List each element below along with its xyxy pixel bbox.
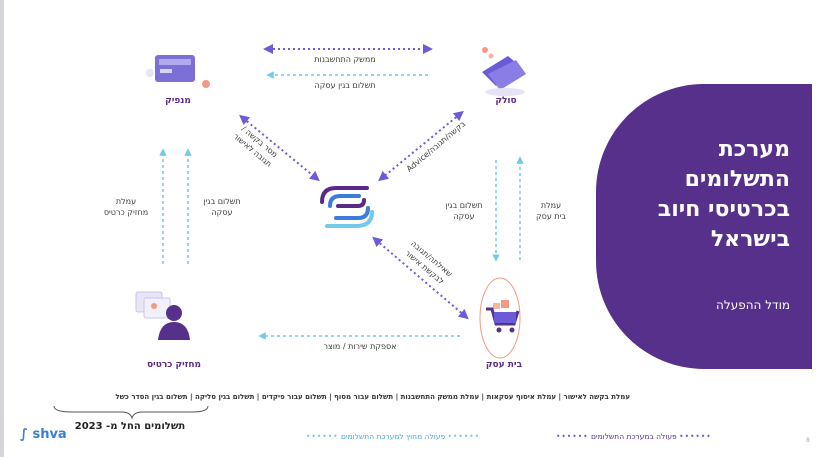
legend-item: תשלום בגין סליקה [195,393,255,401]
label-bottom-service: אספקת שירות / מוצר [323,342,397,351]
panel-title-line2: התשלומים [684,167,790,192]
node-cardholder-label: מחזיק כרטיס [146,360,202,370]
panel-title-line1: מערכת [718,137,790,162]
label-left-payment-line1: תשלום בגין [203,197,241,206]
title-panel [596,84,812,369]
label-right-fee: עמלת בית עסק [526,200,576,222]
legend-item: תשלום עבור מסוף [334,393,394,401]
shva-logo: ∫ shva [20,427,67,442]
node-acquirer-label: סולק [495,96,517,106]
legend-item: עמלת בקשה לאישור [563,393,630,401]
label-right-fee-line2: בית עסק [535,212,567,221]
label-left-payment-line2: עסקה [211,208,233,217]
label-left-fee: עמלת מחזיק כרטיס [94,196,158,218]
key-outside-label: פעולה מחוץ למערכת התשלומים [340,432,446,441]
shva-logo-text: shva [32,427,67,442]
arrow-acquirer-shva [378,110,464,182]
panel-title-line4: בישראל [710,227,790,252]
key-outside-swatch-2: •••••• [306,432,339,441]
label-left-fee-line2: מחזיק כרטיס [103,208,149,217]
label-settlement-interface: ממשק התחשבנות [314,55,376,64]
shva-logo-icon [320,186,374,228]
card-reader-icon [146,55,210,88]
label-right-fee-line1: עמלת [540,201,562,210]
card-swipe-icon [482,47,526,96]
label-right-payment-line2: עסקה [453,212,475,221]
label-top-payment: תשלום בגין עסקה [314,81,376,90]
page-number: 8 [806,437,810,444]
legend-item: עמלת איסוף עסקאות [486,393,557,401]
node-merchant-label: בית עסק [485,360,523,370]
key-inside: •••••• פעולה במערכת התשלומים •••••• [556,432,712,441]
label-left-fee-line1: עמלת [115,197,137,206]
person-card-icon [135,291,190,340]
label-left-payment: תשלום בגין עסקה [194,196,250,218]
legend-item: תשלום בגין הסדר כשל [115,393,188,401]
legend-item: תשלום עבור פיקדים [261,393,327,401]
panel-title: מערכת התשלומים בכרטיסי חיוב בישראל [630,135,790,255]
label-right-payment-line1: תשלום בגין [445,201,483,210]
year-note: תשלומים החל מ- 2023 [74,421,186,432]
key-inside-swatch-2: •••••• [556,432,589,441]
fee-legend-list: עמלת בקשה לאישור | עמלת איסוף עסקאות | ע… [115,393,630,401]
panel-subtitle: מודל ההפעלה [716,298,790,312]
shopping-cart-icon [479,277,521,359]
arrow-issuer-shva [239,114,320,182]
shva-logo-icon: ∫ [20,427,28,442]
key-inside-label: פעולה במערכת התשלומים [590,432,677,441]
label-right-payment: תשלום בגין עסקה [436,200,492,222]
panel-title-line3: בכרטיסי חיוב [657,197,790,222]
legend-item: עמלת ממשק התחשבנות [400,393,480,401]
year-brace [53,405,209,420]
key-outside: •••••• פעולה מחוץ למערכת התשלומים •••••• [306,432,480,441]
key-inside-swatch: •••••• [679,432,712,441]
slide-edge [0,0,4,457]
key-outside-swatch: •••••• [447,432,481,441]
node-issuer-label: מנפיק [165,96,191,106]
